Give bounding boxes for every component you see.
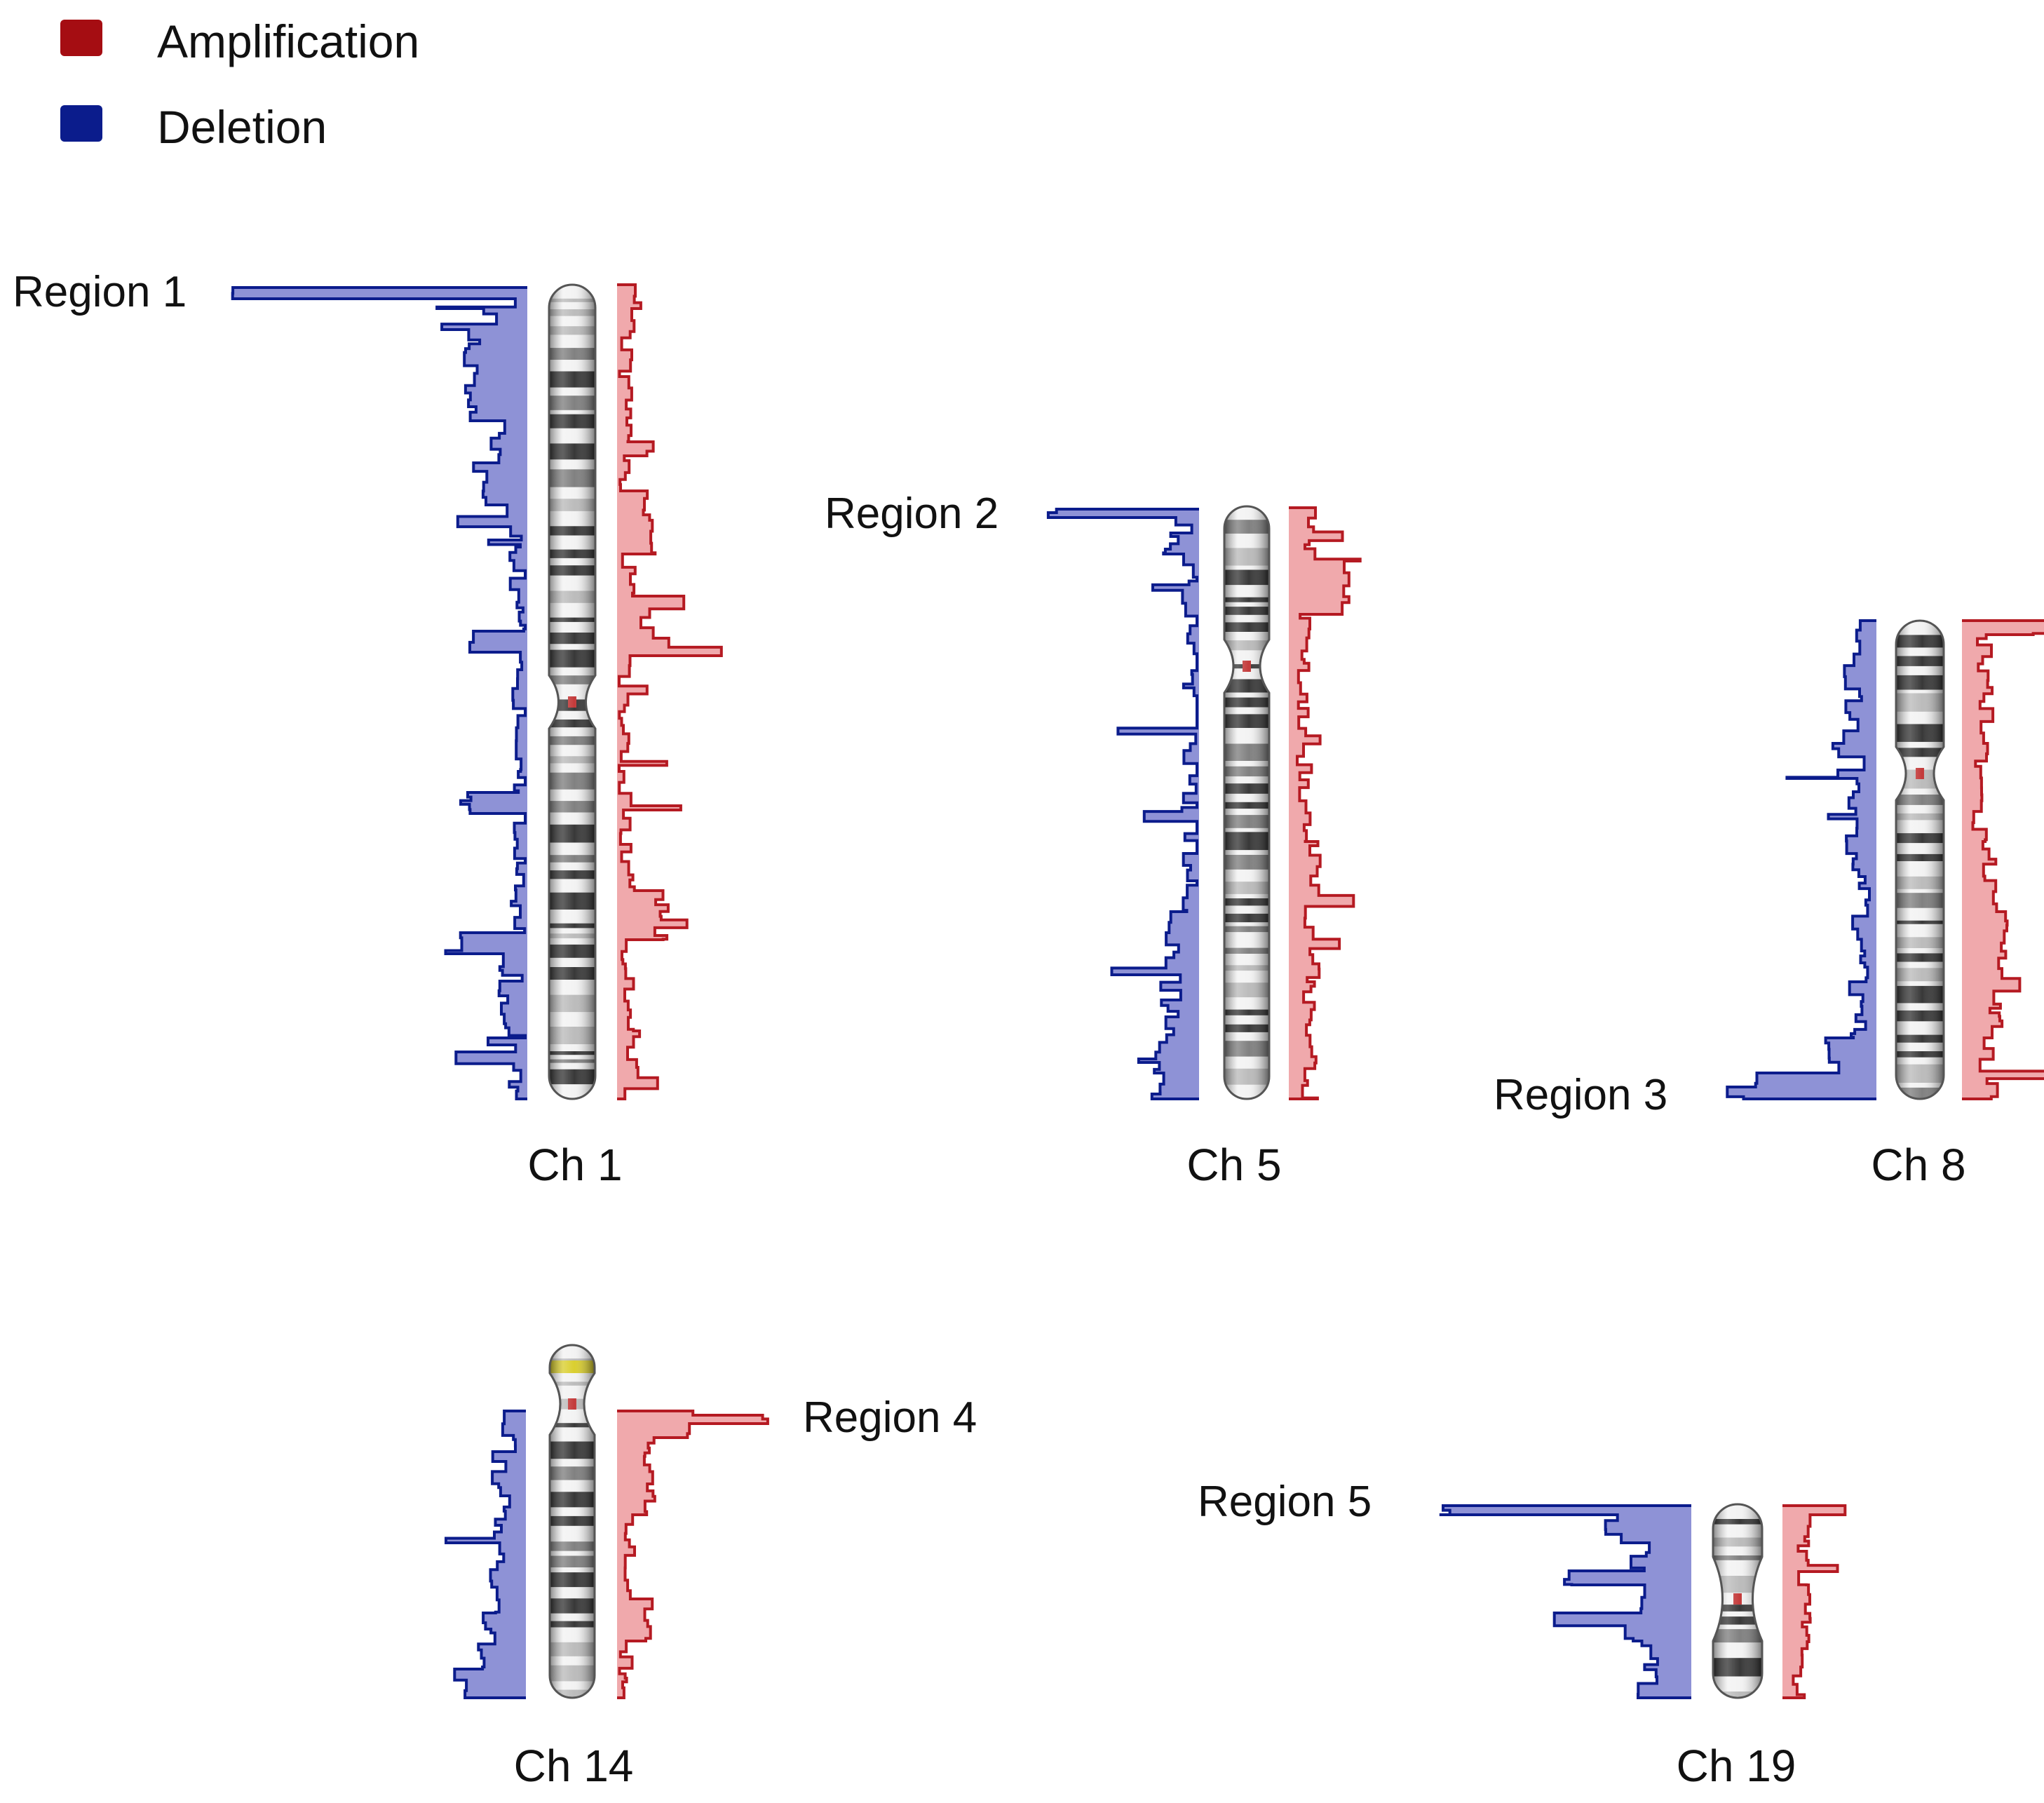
chromosome-ideogram-ch1 [548,283,597,1100]
ch1-label: Ch 1 [527,1140,622,1190]
ch8-deletion-area [1727,621,1876,1099]
ch14-deletion-outline [445,1410,526,1699]
ch19-shading [1713,1504,1762,1698]
deletion-track-ch19 [1439,1504,1691,1699]
ch1-amplification-area [617,285,722,1099]
chromosome-ideogram-ch5 [1223,505,1271,1100]
ch1-deletion-area [232,288,527,1099]
chromosome-ideogram-ch19 [1712,1503,1764,1699]
legend-item-deletion: Deletion [60,101,327,153]
chromosome-panel-ch19: Region 5 Ch 19 [1198,1478,1847,1791]
ch14-shading [550,1345,595,1698]
ch5-amplification-area [1289,508,1360,1099]
deletion-swatch [60,105,102,142]
ch19-amplification-area [1782,1506,1846,1698]
ch19-deletion-outline [1439,1504,1691,1699]
ch14-bands [550,1345,595,1698]
ch8-label: Ch 8 [1871,1140,1965,1190]
ch5-amplification-outline [1289,506,1362,1100]
chromosome-ideogram-ch8 [1895,619,1945,1100]
chromosome-panel-ch1: Region 1 Ch 1 [13,268,723,1190]
region-3-label: Region 3 [1494,1071,1667,1119]
ch8-shading [1896,621,1944,1099]
deletion-track-ch1 [231,286,527,1100]
chromosome-panel-ch5: Region 2 Ch 5 [825,489,1362,1190]
ch5-bands [1224,506,1269,1099]
ch5-deletion-area [1048,509,1199,1099]
deletion-track-ch5 [1046,508,1199,1100]
ch1-bands [549,285,595,1099]
ch14-deletion-area [446,1411,526,1698]
ch1-amplification-outline [617,283,723,1100]
deletion-track-ch8 [1726,619,1876,1100]
ch5-deletion-outline [1046,508,1199,1100]
ch19-bands [1713,1504,1762,1698]
ch19-amplification-outline [1782,1504,1847,1699]
ch14-outline [548,1344,596,1699]
ch1-shading [549,285,595,1099]
ch14-amplification-area [617,1411,768,1698]
chromosome-panel-ch14: Region 4 Ch 14 [445,1344,977,1791]
amplification-label: Amplification [157,15,419,67]
amplification-swatch [60,20,102,56]
ch5-shading [1224,506,1269,1099]
legend-item-amplification: Amplification [60,15,419,67]
amplification-track-ch14 [617,1410,769,1699]
ch5-label: Ch 5 [1186,1140,1281,1190]
amplification-track-ch5 [1289,506,1362,1100]
legend: Amplification Deletion [60,15,419,153]
ch14-amplification-outline [617,1410,769,1699]
region-2-label: Region 2 [825,489,999,538]
ch8-amplification-outline [1962,619,2044,1100]
ch1-outline [548,283,597,1100]
region-5-label: Region 5 [1198,1478,1372,1526]
chromosome-panel-ch8: Region 3 Ch 8 [1494,619,2044,1190]
chromosome-ideogram-ch14 [548,1344,596,1699]
ch8-outline [1895,619,1945,1100]
ch8-deletion-outline [1726,619,1876,1100]
ch1-deletion-outline [231,286,527,1100]
amplification-track-ch19 [1782,1504,1847,1699]
region-4-label: Region 4 [803,1393,977,1442]
ch14-label: Ch 14 [514,1741,634,1791]
amplification-track-ch8 [1962,619,2044,1100]
ch19-label: Ch 19 [1677,1741,1796,1791]
ch19-outline [1712,1503,1764,1699]
deletion-label: Deletion [157,101,327,153]
region-1-label: Region 1 [13,268,187,316]
ch8-bands [1896,621,1944,1099]
amplification-track-ch1 [617,283,723,1100]
deletion-track-ch14 [445,1410,526,1699]
ch19-deletion-area [1440,1506,1691,1698]
ch5-outline [1223,505,1271,1100]
